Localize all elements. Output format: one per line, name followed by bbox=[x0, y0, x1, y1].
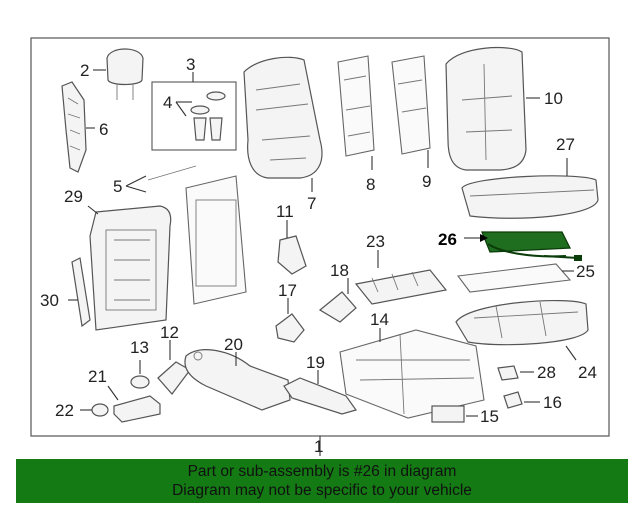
part-26-highlighted bbox=[464, 231, 582, 261]
part-6-trim-strip bbox=[61, 81, 95, 173]
callout-23: 23 bbox=[366, 232, 385, 251]
callout-19: 19 bbox=[306, 353, 325, 372]
callout-3: 3 bbox=[186, 55, 195, 74]
callout-2: 2 bbox=[80, 61, 89, 80]
part-13-knob bbox=[130, 360, 150, 389]
callout-10: 10 bbox=[544, 89, 563, 108]
callout-17: 17 bbox=[278, 281, 297, 300]
callout-14: 14 bbox=[370, 310, 389, 329]
part-5-cable bbox=[125, 165, 197, 193]
part-16-fastener bbox=[503, 391, 540, 409]
part-24-cushion-pad bbox=[455, 300, 589, 361]
part-2-headrest bbox=[93, 48, 144, 100]
part-23-track bbox=[354, 250, 448, 305]
callout-30: 30 bbox=[40, 291, 59, 310]
part-19-trim bbox=[283, 370, 357, 415]
part-7-back-panel bbox=[243, 56, 323, 192]
part-25-mat bbox=[456, 263, 574, 293]
part-15-module bbox=[431, 405, 478, 423]
banner-line-1: Part or sub-assembly is #26 in diagram bbox=[187, 463, 457, 480]
callout-9: 9 bbox=[422, 172, 431, 191]
callout-11: 11 bbox=[276, 202, 294, 221]
part-30-trim bbox=[68, 257, 91, 328]
callout-15: 15 bbox=[480, 407, 499, 426]
callout-27: 27 bbox=[556, 135, 575, 154]
callout-25: 25 bbox=[576, 262, 595, 281]
callout-18: 18 bbox=[330, 261, 349, 280]
part-17-bracket bbox=[275, 298, 305, 343]
part-28-clip bbox=[497, 365, 534, 381]
callout-5: 5 bbox=[113, 177, 122, 196]
part-8-pad bbox=[337, 55, 375, 170]
part-14-cushion-frame bbox=[339, 328, 485, 419]
callout-29: 29 bbox=[64, 187, 83, 206]
part-11-bracket bbox=[277, 220, 307, 275]
callout-24: 24 bbox=[578, 363, 597, 382]
part-9-pad bbox=[391, 55, 431, 168]
callout-6: 6 bbox=[99, 120, 108, 139]
banner-line-2: Diagram may not be specific to your vehi… bbox=[172, 482, 472, 499]
callout-8: 8 bbox=[366, 175, 375, 194]
part-27-cushion-cover bbox=[461, 158, 599, 219]
callout-28: 28 bbox=[537, 363, 556, 382]
part-18-bracket bbox=[318, 278, 357, 323]
callout-21: 21 bbox=[88, 367, 107, 386]
callout-12: 12 bbox=[160, 323, 179, 342]
callout-13: 13 bbox=[130, 338, 149, 357]
part-22-ring bbox=[80, 403, 109, 417]
callout-labels: 1 2 3 4 5 6 7 8 9 10 11 12 13 14 15 16 1… bbox=[40, 55, 597, 456]
callout-16: 16 bbox=[543, 393, 562, 412]
callout-20: 20 bbox=[224, 335, 243, 354]
part-3-4-guides bbox=[151, 72, 237, 151]
info-banner: Part or sub-assembly is #26 in diagram D… bbox=[16, 459, 628, 503]
callout-4: 4 bbox=[163, 93, 172, 112]
callout-1: 1 bbox=[314, 437, 323, 456]
part-29-back-frame bbox=[87, 205, 172, 331]
callout-22: 22 bbox=[55, 401, 74, 420]
part-21-handle bbox=[107, 385, 161, 423]
callout-26: 26 bbox=[438, 230, 457, 249]
callout-7: 7 bbox=[307, 194, 316, 213]
part-5-back-frame bbox=[185, 175, 247, 305]
part-10-back-cover bbox=[445, 46, 540, 171]
